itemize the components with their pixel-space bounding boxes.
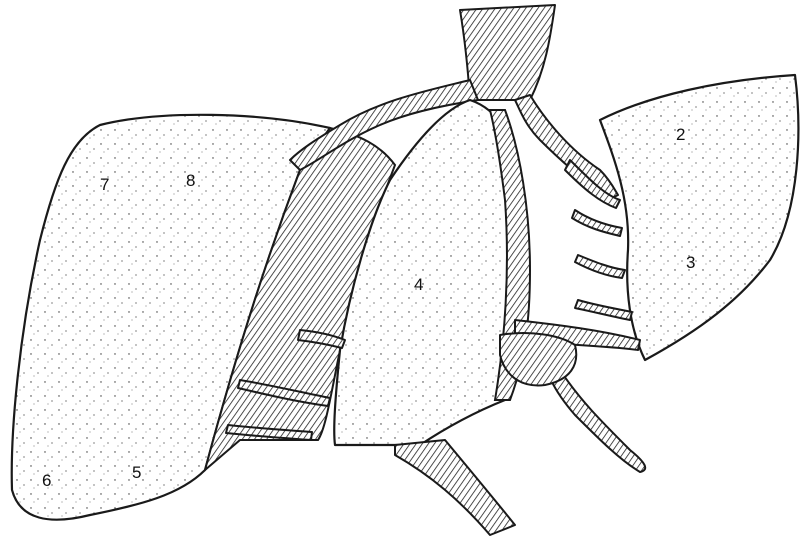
branch-3a bbox=[575, 255, 625, 278]
branch-2b bbox=[572, 210, 622, 236]
hepatic-vein-left bbox=[515, 95, 618, 200]
vena-cava-inferior bbox=[395, 440, 515, 535]
segment-label-3: 3 bbox=[686, 253, 695, 272]
vena-cava-superior bbox=[460, 5, 555, 100]
segment-label-2: 2 bbox=[676, 125, 685, 144]
segment-label-4: 4 bbox=[414, 275, 423, 294]
segment-label-5: 5 bbox=[132, 463, 141, 482]
portal-descending bbox=[548, 370, 645, 472]
branch-3b bbox=[575, 300, 632, 320]
segment-label-7: 7 bbox=[100, 175, 109, 194]
segment-label-8: 8 bbox=[186, 171, 195, 190]
segment-label-6: 6 bbox=[42, 471, 51, 490]
